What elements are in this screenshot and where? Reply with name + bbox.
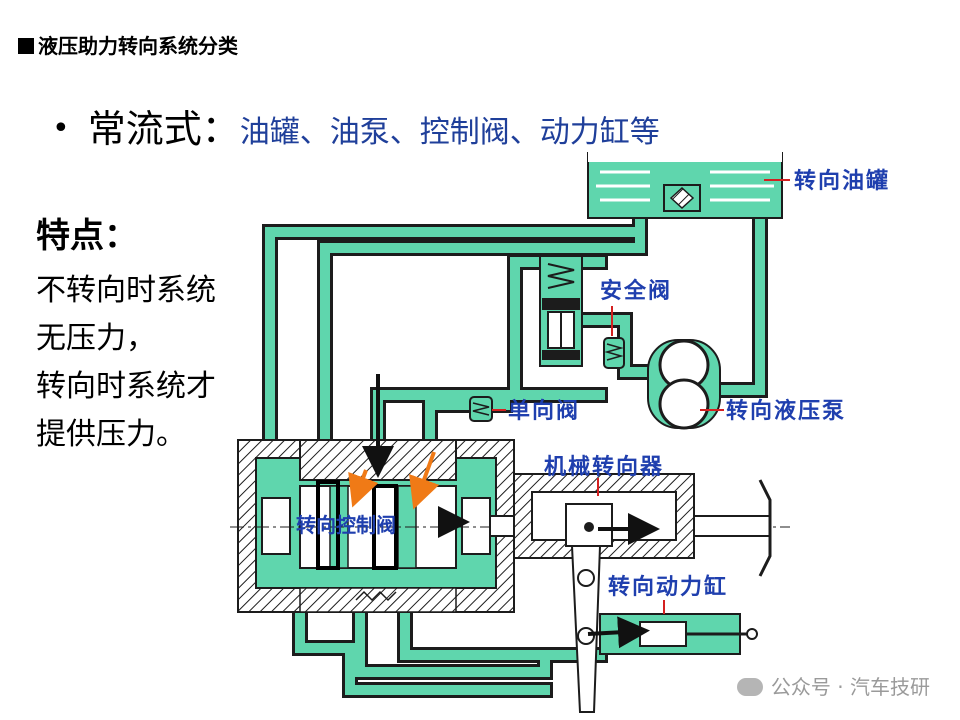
leader-lines [492, 179, 790, 614]
label-pump: 转向液压泵 [726, 398, 846, 424]
slide-heading: 液压助力转向系统分类 [18, 30, 238, 59]
label-mechanical-gear: 机械转向器 [544, 454, 664, 480]
feature-line: 不转向时系统 [36, 273, 216, 308]
pitman-arm [570, 545, 602, 713]
arrow-cylinder-right [587, 616, 650, 649]
hydraulic-pump [647, 339, 721, 430]
features-title: 特点： [36, 216, 138, 256]
feature-line: 无压力， [36, 321, 156, 356]
label-check-valve: 单向阀 [508, 398, 580, 424]
arrow-orange-right [409, 451, 440, 510]
watermark-text: 公众号 · 汽车技研 [770, 675, 930, 699]
bullet-components: 油罐、油泵、控制阀、动力缸等 [239, 115, 660, 150]
features-block: 特点： 不转向时系统 无压力， 转向时系统才 提供压力。 [36, 208, 216, 459]
flow-arrows [348, 374, 660, 649]
square-bullet-icon [18, 38, 34, 54]
bullet-line: • 常流式：油罐、油泵、控制阀、动力缸等 [52, 98, 660, 153]
heading-text: 液压助力转向系统分类 [38, 34, 238, 58]
wechat-icon [736, 678, 763, 696]
feature-line: 转向时系统才 [36, 369, 216, 404]
arrow-orange-left [348, 469, 379, 508]
watermark: 公众号 · 汽车技研 [736, 671, 930, 700]
label-oil-tank: 转向油罐 [794, 168, 890, 194]
label-control-valve: 转向控制阀 [296, 513, 396, 537]
highlight-box-left [316, 480, 340, 570]
check-valve [469, 396, 493, 422]
bullet-dot-icon: • [52, 111, 70, 146]
feature-line: 提供压力。 [36, 417, 186, 452]
bullet-lead: 常流式： [87, 107, 240, 151]
safety-valve [539, 255, 625, 369]
label-safety-valve: 安全阀 [600, 278, 672, 304]
oil-tank [587, 152, 783, 219]
label-power-cylinder: 转向动力缸 [608, 574, 728, 600]
hydraulic-lines [262, 202, 768, 698]
